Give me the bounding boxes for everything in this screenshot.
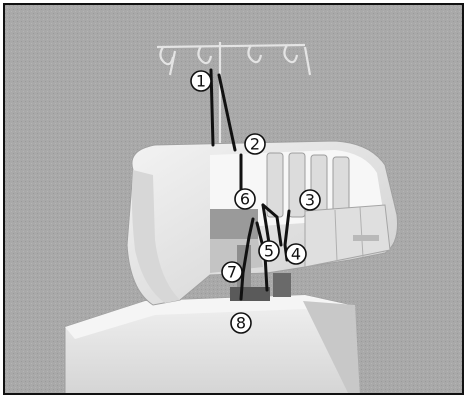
callout-6: 6 — [235, 189, 255, 209]
callout-3: 3 — [300, 190, 320, 210]
callout-5: 5 — [259, 241, 279, 261]
callout-1: 1 — [191, 71, 211, 91]
callout-3-label: 3 — [305, 191, 315, 210]
callout-8-label: 8 — [236, 314, 246, 333]
callout-7-label: 7 — [227, 263, 237, 282]
callout-5-label: 5 — [264, 242, 274, 261]
callout-6-label: 6 — [240, 190, 250, 209]
callout-2-label: 2 — [250, 135, 260, 154]
callout-7: 7 — [222, 262, 242, 282]
serger-illustration: 1 2 3 4 5 6 7 — [5, 5, 464, 395]
photo-frame: 1 2 3 4 5 6 7 — [3, 3, 464, 395]
callout-4-label: 4 — [291, 245, 301, 264]
callout-4: 4 — [286, 244, 306, 264]
callout-1-label: 1 — [196, 72, 206, 91]
callout-8: 8 — [231, 313, 251, 333]
callout-2: 2 — [245, 134, 265, 154]
